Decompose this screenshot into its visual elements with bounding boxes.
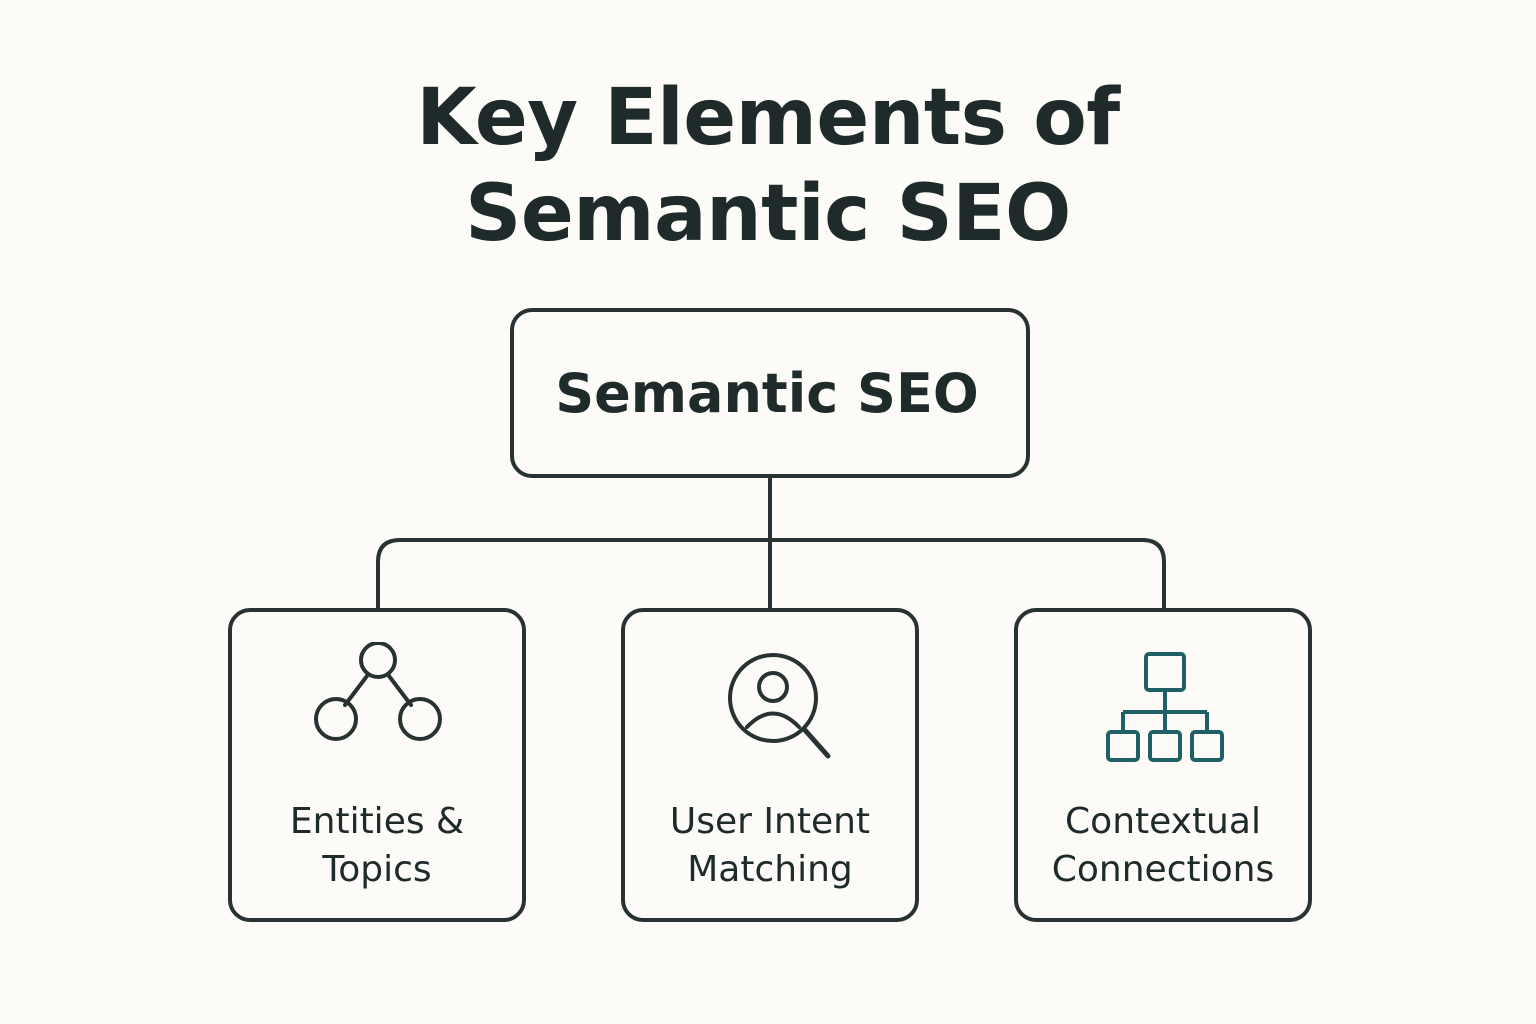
network-nodes-icon xyxy=(314,642,442,741)
child-node-label: Entities & Topics xyxy=(232,798,522,894)
child-node-label: User Intent Matching xyxy=(625,798,915,894)
child-label-line-2: Topics xyxy=(322,849,432,890)
child-node-user-intent: User Intent Matching xyxy=(621,608,919,922)
child-node-label: Contextual Connections xyxy=(1018,798,1308,894)
user-search-icon xyxy=(728,653,831,759)
hierarchy-icon xyxy=(1106,652,1224,762)
title-line-2: Semantic SEO xyxy=(465,169,1071,259)
page-title: Key Elements of Semantic SEO xyxy=(0,70,1536,262)
root-node-label: Semantic SEO xyxy=(555,361,979,425)
child-node-contextual-connections: Contextual Connections xyxy=(1014,608,1312,922)
child-label-line-2: Matching xyxy=(687,849,853,890)
child-label-line-1: Entities & xyxy=(289,801,465,842)
child-node-entities-topics: Entities & Topics xyxy=(228,608,526,922)
child-label-line-2: Connections xyxy=(1051,849,1275,890)
root-node-box: Semantic SEO xyxy=(510,308,1030,478)
child-label-line-1: Contextual xyxy=(1065,801,1261,842)
child-label-line-1: User Intent xyxy=(669,801,871,842)
title-line-1: Key Elements of xyxy=(416,73,1120,163)
